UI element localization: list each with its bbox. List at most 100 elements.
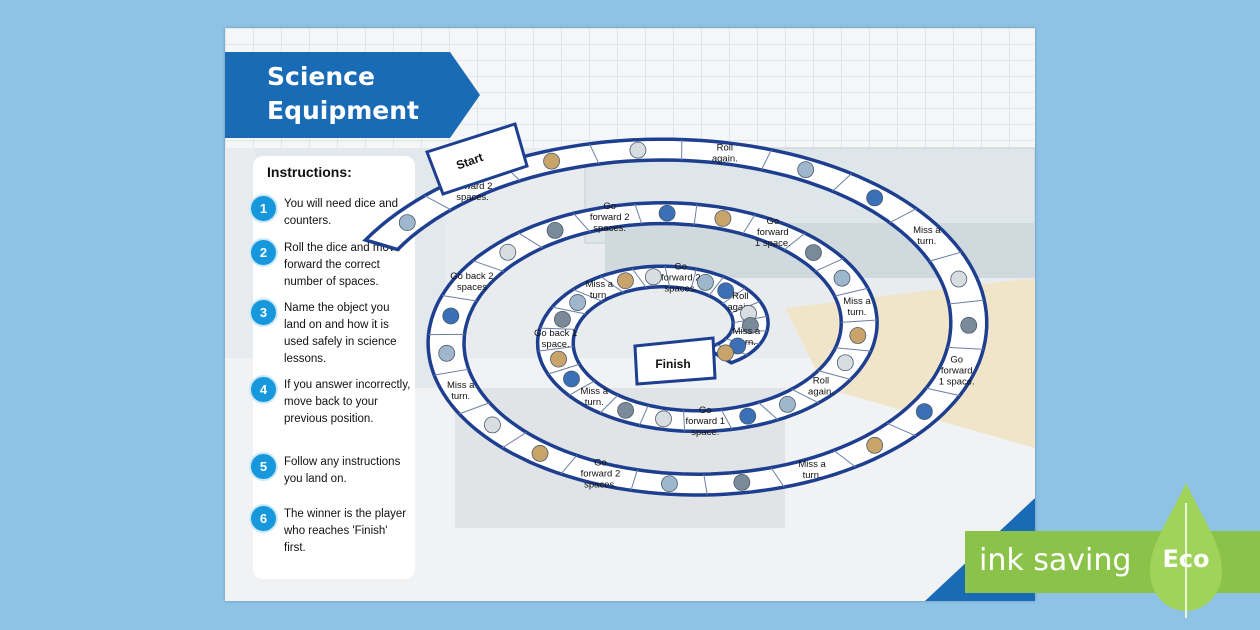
board-space-equipment[interactable] xyxy=(550,350,567,368)
equipment-icon xyxy=(617,272,634,290)
instruction-text: If you answer incorrectly, move back to … xyxy=(284,379,411,425)
board-space-equipment[interactable] xyxy=(569,294,587,311)
board-space-equipment[interactable] xyxy=(661,475,678,493)
space-divider xyxy=(708,276,725,297)
board-space-equipment[interactable] xyxy=(717,344,734,362)
board-space-equipment[interactable] xyxy=(779,395,796,413)
board-space-equipment[interactable] xyxy=(543,152,560,170)
step-number-badge: 6 xyxy=(249,504,278,533)
board-space-equipment[interactable] xyxy=(442,307,460,325)
space-divider xyxy=(814,257,844,272)
space-label: Go back 1 xyxy=(534,328,577,339)
start-space[interactable]: Start xyxy=(425,122,529,196)
space-label: forward 2 xyxy=(661,272,701,283)
board-space-equipment[interactable] xyxy=(714,210,732,227)
board-space-equipment[interactable] xyxy=(531,445,549,462)
space-divider xyxy=(783,232,806,251)
board-space-equipment[interactable] xyxy=(717,282,735,300)
board-space-equipment[interactable] xyxy=(849,327,867,344)
board-space-equipment[interactable] xyxy=(866,189,884,207)
instruction-text: Roll the dice and move forward the corre… xyxy=(284,242,401,288)
space-label: Miss a xyxy=(586,279,614,290)
space-label: Miss a xyxy=(447,380,475,391)
board-space-equipment[interactable] xyxy=(950,270,968,288)
board-space-equipment[interactable] xyxy=(741,317,759,334)
board-space-equipment[interactable] xyxy=(617,272,634,290)
space-divider xyxy=(720,409,733,430)
board-space-equipment[interactable] xyxy=(866,436,884,454)
instruction-text: You will need dice and counters. xyxy=(284,198,399,227)
board-space-equipment[interactable] xyxy=(438,344,456,362)
instructions-heading: Instructions: xyxy=(267,164,352,180)
board-space-equipment[interactable] xyxy=(915,403,933,421)
space-divider xyxy=(552,306,587,315)
instruction-text: The winner is the player who reaches 'Fi… xyxy=(284,508,407,554)
board-space-equipment[interactable] xyxy=(805,244,822,262)
equipment-icon xyxy=(629,141,647,159)
space-label: again. xyxy=(808,387,834,398)
board-space-equipment[interactable] xyxy=(733,473,751,491)
board-space-equipment[interactable] xyxy=(797,161,815,179)
board-space-equipment[interactable] xyxy=(739,407,757,425)
space-divider xyxy=(573,213,591,233)
space-divider xyxy=(517,232,543,249)
equipment-icon xyxy=(644,268,662,286)
space-label: turn. xyxy=(847,307,866,318)
board-space-equipment[interactable] xyxy=(546,221,564,239)
board-space-equipment[interactable] xyxy=(960,316,978,334)
board-space-equipment[interactable] xyxy=(554,310,571,328)
board-space-equipment[interactable] xyxy=(629,141,647,159)
space-label: forward 1 xyxy=(685,416,725,427)
step-number-badge: 3 xyxy=(249,298,278,327)
finish-space[interactable]: Finish xyxy=(633,336,717,386)
space-divider xyxy=(926,387,960,397)
board-space-equipment[interactable] xyxy=(655,410,672,428)
board-space-equipment[interactable] xyxy=(617,401,634,419)
equipment-icon xyxy=(733,473,751,491)
space-divider xyxy=(889,208,917,224)
space-label: forward 2 xyxy=(453,181,493,192)
board-space-equipment[interactable] xyxy=(499,243,517,261)
board-space-equipment[interactable] xyxy=(484,416,501,434)
board-space-equipment[interactable] xyxy=(644,268,662,286)
space-divider xyxy=(538,346,574,352)
space-label: space. xyxy=(542,339,570,350)
space-divider xyxy=(818,370,851,380)
equipment-icon xyxy=(849,327,867,344)
board-space-equipment[interactable] xyxy=(658,204,676,222)
board-space-equipment[interactable] xyxy=(398,214,416,231)
board-space-equipment[interactable] xyxy=(563,370,580,388)
board-space-equipment[interactable] xyxy=(836,354,854,372)
leaf-icon xyxy=(1150,483,1222,618)
finish-label: Finish xyxy=(655,357,690,371)
equipment-icon xyxy=(499,243,517,261)
board-space-equipment[interactable] xyxy=(697,274,714,291)
space-divider xyxy=(833,449,856,468)
equipment-icon xyxy=(950,270,968,288)
space-label: turn. xyxy=(590,290,609,301)
board-space-equipment[interactable] xyxy=(833,269,851,287)
space-label: again. xyxy=(712,154,738,165)
space-divider xyxy=(434,368,469,376)
title-banner xyxy=(225,52,480,138)
